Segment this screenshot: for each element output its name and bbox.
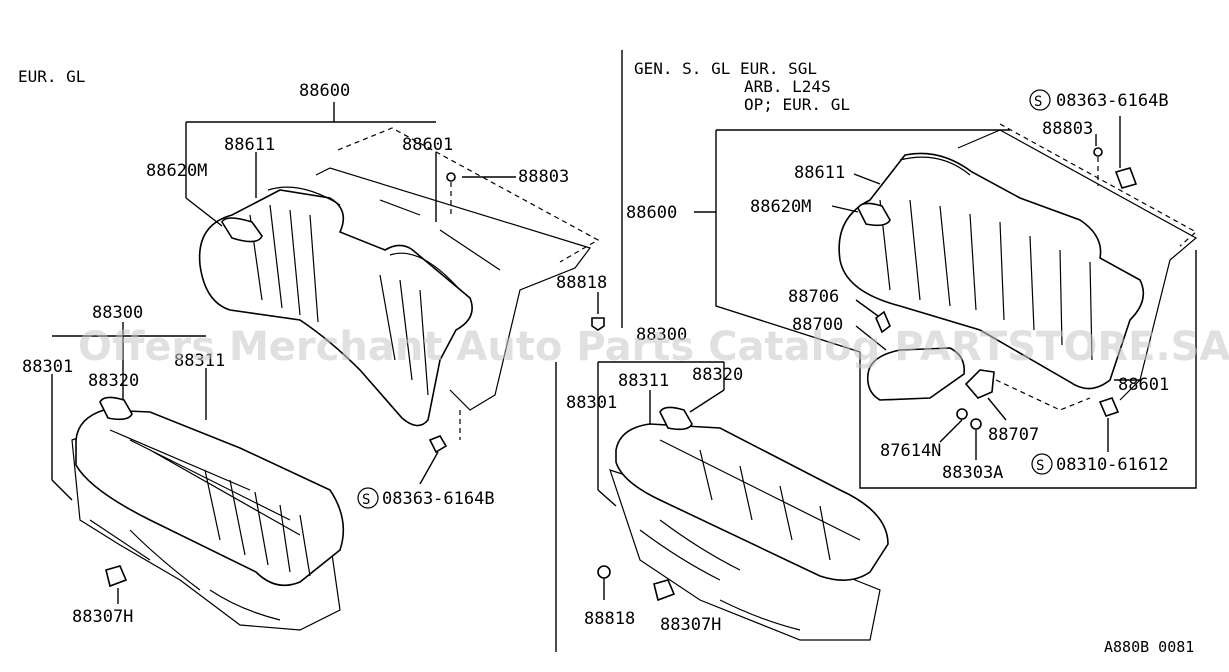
label-left-back-assembly: 88600	[299, 81, 350, 101]
label-right-washer: 87614N	[880, 441, 941, 461]
left-hook-icon	[105, 565, 128, 588]
left-clip-icon	[446, 172, 456, 182]
leader-right-88706	[855, 299, 879, 317]
watermark-text: Offers Merchant Auto Parts Catalog PARTS…	[78, 324, 1229, 370]
left-cushion-stitching	[109, 429, 311, 577]
label-right-clip: 88803	[1042, 119, 1093, 139]
label-center-cushion-frame: 88301	[566, 393, 617, 413]
left-seat-cushion	[71, 396, 345, 631]
right-group-box	[715, 129, 1197, 489]
label-right-back-frame: 88601	[1118, 375, 1169, 395]
left-seat-back	[198, 127, 600, 454]
label-left-back-frame: 88601	[402, 135, 453, 155]
left-back-pad-stitching-2	[379, 252, 461, 396]
leader-right-88707	[987, 397, 1007, 421]
center-clip-top	[591, 292, 605, 331]
leader-right-88620m	[831, 205, 859, 213]
label-right-back-armrest: 88620M	[750, 197, 811, 217]
right-back-frame	[957, 129, 1198, 401]
label-center-clip-lower: 88818	[584, 609, 635, 629]
right-variant-label-2: ARB. L24S	[744, 77, 831, 96]
label-left-cushion-trim: 88311	[174, 351, 225, 371]
label-left-back-trim: 88611	[224, 135, 275, 155]
bolt-s-symbol-right-top	[1029, 89, 1051, 111]
left-back-frame	[315, 167, 591, 411]
right-armrest	[866, 347, 966, 401]
right-back-pad	[838, 152, 1145, 390]
right-back-frame-dashed	[999, 123, 1198, 247]
center-hook-icon	[653, 579, 676, 602]
label-center-cushion-pad: 88320	[692, 365, 743, 385]
right-variant-label-3: OP; EUR. GL	[744, 95, 850, 114]
leader-right-88611	[853, 173, 881, 185]
label-right-back-assembly: 88600	[626, 203, 677, 223]
left-back-frame-detail	[379, 199, 501, 271]
bolt-s-symbol-right-bottom	[1031, 453, 1053, 475]
center-cushion-pad-cylinder	[659, 406, 693, 431]
label-right-bolt-top: 08363-6164B	[1056, 91, 1169, 111]
bolt-s-symbol-left	[357, 487, 379, 509]
left-back-frame-dashed	[337, 127, 600, 263]
label-right-bolt-bottom: 08310-61612	[1056, 455, 1169, 475]
right-back-armrest	[857, 202, 891, 227]
leader-88620m	[185, 197, 223, 227]
right-bolt-top-icon	[1114, 167, 1138, 189]
left-back-pad	[198, 189, 473, 427]
left-cushion-pad-cylinder	[99, 396, 133, 421]
left-back-pad-stitching	[249, 186, 341, 323]
diagram-code: A880B 0081	[1104, 638, 1194, 656]
left-cushion-frame-detail	[89, 519, 281, 621]
center-seat-cushion	[597, 406, 889, 641]
label-right-screw: 88303A	[942, 463, 1003, 483]
right-bolt-bottom-icon	[1098, 397, 1120, 417]
bolt-s-letter-right-bottom: S	[1036, 458, 1044, 474]
left-variant-label: EUR. GL	[18, 67, 85, 86]
label-left-back-clip: 88803	[518, 167, 569, 187]
right-clip-icon	[1093, 147, 1103, 157]
left-cushion-pad	[75, 409, 345, 587]
right-seat-back	[838, 123, 1198, 430]
bolt-s-letter-right-top: S	[1034, 94, 1042, 110]
leader-center-88320	[689, 389, 725, 413]
left-back-armrest	[221, 217, 263, 243]
label-center-cushion-assembly: 88300	[636, 325, 687, 345]
right-armrest-hinge-icon	[875, 310, 891, 334]
label-left-cushion-hook: 88307H	[72, 607, 133, 627]
leader-bolt-left	[419, 451, 439, 485]
leader-88301-end	[51, 479, 73, 501]
center-cushion-leaders	[597, 361, 725, 507]
right-variant-label-1: GEN. S. GL EUR. SGL	[634, 59, 817, 78]
label-left-cushion-assembly: 88300	[92, 303, 143, 323]
leader-right-88700	[855, 325, 887, 351]
center-clip-lower-icon	[597, 565, 611, 579]
label-right-armrest: 88700	[792, 315, 843, 335]
right-screw-icon	[970, 418, 982, 430]
label-right-hinge-bracket: 88707	[988, 425, 1039, 445]
label-left-cushion-frame: 88301	[22, 357, 73, 377]
center-cushion-pad	[615, 423, 889, 581]
right-hinge-bracket-icon	[964, 369, 995, 399]
left-cushion-leaders	[51, 322, 207, 604]
label-left-cushion-pad: 88320	[88, 371, 139, 391]
center-clip-icon	[591, 317, 605, 331]
right-bracket-dashed	[995, 379, 1091, 411]
label-left-back-armrest: 88620M	[146, 161, 207, 181]
bolt-s-letter-left: S	[362, 492, 370, 508]
left-back-leaders	[185, 102, 516, 485]
right-back-pad-stitching	[879, 156, 1093, 361]
label-center-cushion-trim: 88311	[618, 371, 669, 391]
label-center-clip: 88818	[556, 273, 607, 293]
label-right-armrest-hinge: 88706	[788, 287, 839, 307]
center-cushion-frame-detail	[639, 519, 801, 631]
leader-center-88301-end	[597, 489, 617, 507]
left-bolt-icon	[428, 435, 448, 454]
leader-right-87614n	[939, 419, 963, 443]
center-cushion-stitching	[659, 439, 861, 561]
label-right-back-trim: 88611	[794, 163, 845, 183]
label-left-back-bolt: 08363-6164B	[382, 489, 495, 509]
label-center-cushion-hook: 88307H	[660, 615, 721, 635]
right-washer-icon	[956, 408, 968, 420]
right-back-leaders	[694, 116, 1140, 460]
